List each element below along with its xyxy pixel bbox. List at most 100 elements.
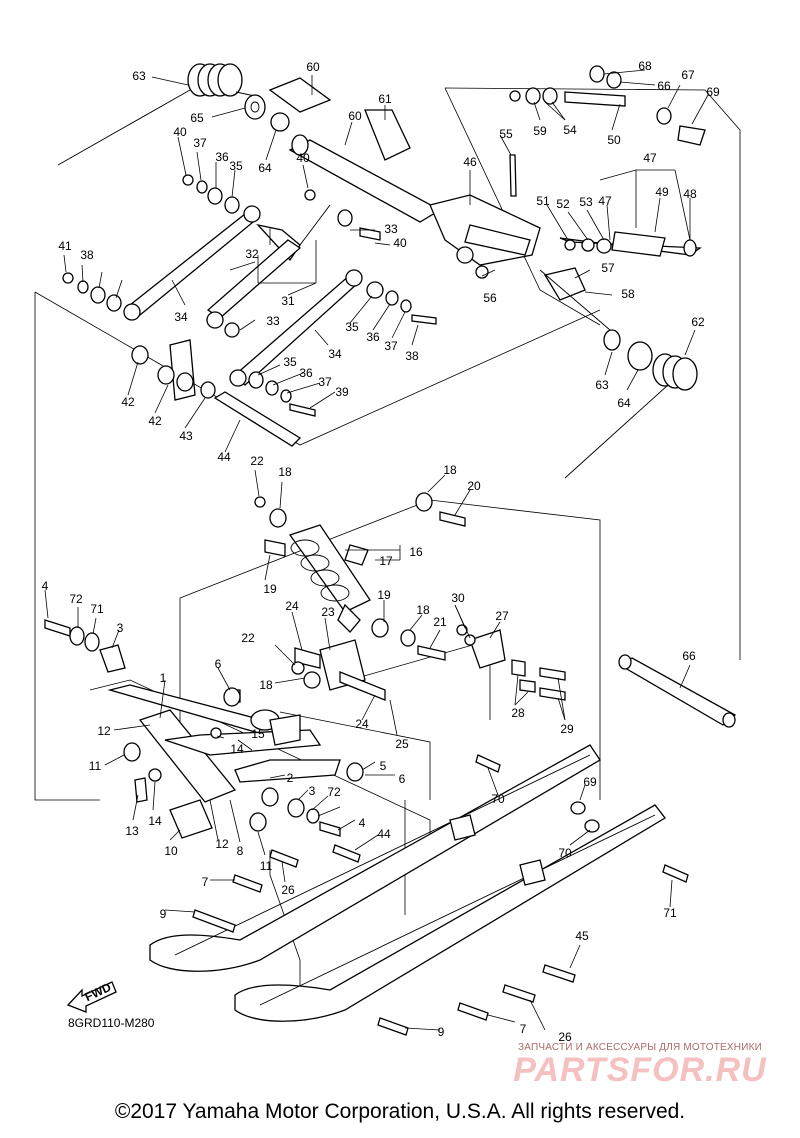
- part-callout-43: 43: [179, 429, 193, 443]
- part-callout-32: 32: [245, 247, 259, 261]
- part-callout-60: 60: [348, 109, 362, 123]
- part-callout-18: 18: [259, 678, 273, 692]
- part-callout-7: 7: [520, 1022, 527, 1036]
- part-callout-47: 47: [643, 151, 657, 165]
- part-callout-66: 66: [657, 79, 671, 93]
- part-callout-71: 71: [90, 602, 104, 616]
- part-callout-40: 40: [393, 236, 407, 250]
- part-callout-50: 50: [607, 133, 621, 147]
- part-callout-66: 66: [682, 649, 696, 663]
- part-callout-40: 40: [173, 125, 187, 139]
- part-callout-20: 20: [467, 479, 481, 493]
- part-callout-3: 3: [117, 621, 124, 635]
- part-callout-14: 14: [148, 814, 162, 828]
- link-rods: [123, 205, 363, 387]
- part-callout-26: 26: [281, 883, 295, 897]
- part-callout-69: 69: [583, 775, 597, 789]
- part-callout-7: 7: [202, 875, 209, 889]
- part-callout-37: 37: [384, 339, 398, 353]
- part-callout-44: 44: [217, 450, 231, 464]
- part-callout-26: 26: [558, 1030, 572, 1044]
- part-callout-48: 48: [683, 187, 697, 201]
- part-callout-9: 9: [160, 907, 167, 921]
- part-callout-6: 6: [215, 657, 222, 671]
- part-callout-37: 37: [193, 136, 207, 150]
- part-callout-70: 70: [491, 792, 505, 806]
- part-callout-27: 27: [495, 609, 509, 623]
- part-callout-28: 28: [511, 706, 525, 720]
- part-callout-2: 2: [287, 771, 294, 785]
- part-callout-36: 36: [366, 330, 380, 344]
- part-callout-15: 15: [251, 727, 265, 741]
- slide-rails: [149, 744, 666, 1022]
- part-callout-18: 18: [416, 603, 430, 617]
- part-callout-9: 9: [438, 1025, 445, 1039]
- part-callout-49: 49: [655, 185, 669, 199]
- part-callout-24: 24: [355, 717, 369, 731]
- part-callout-63: 63: [595, 378, 609, 392]
- part-callout-14: 14: [230, 742, 244, 756]
- part-callout-21: 21: [433, 615, 447, 629]
- part-callout-22: 22: [241, 631, 255, 645]
- part-callout-11: 11: [260, 859, 273, 873]
- part-callout-35: 35: [345, 320, 359, 334]
- part-callout-12: 12: [97, 724, 111, 738]
- part-callout-16: 16: [409, 545, 423, 559]
- part-callout-23: 23: [321, 605, 335, 619]
- part-callout-64: 64: [617, 396, 631, 410]
- part-callouts: 1233445667789910111112121314141516171818…: [42, 59, 720, 1044]
- part-callout-6: 6: [399, 772, 406, 786]
- part-callout-65: 65: [190, 111, 204, 125]
- watermark: ЗАПЧАСТИ И АКСЕССУАРЫ ДЛЯ МОТОТЕХНИКИ PA…: [490, 1042, 790, 1090]
- part-callout-68: 68: [638, 59, 652, 73]
- watermark-logo: PARTSFOR.RU: [513, 1051, 767, 1089]
- part-callout-38: 38: [80, 248, 94, 262]
- part-callout-45: 45: [575, 929, 589, 943]
- part-callout-59: 59: [533, 124, 547, 138]
- part-callout-39: 39: [335, 385, 349, 399]
- part-callout-58: 58: [621, 287, 635, 301]
- part-callout-42: 42: [148, 414, 162, 428]
- right-torsion-spring: [564, 329, 698, 479]
- part-callout-72: 72: [69, 592, 83, 606]
- part-callout-44: 44: [377, 827, 391, 841]
- part-callout-25: 25: [395, 737, 409, 751]
- part-callout-19: 19: [263, 582, 277, 596]
- part-callout-70: 70: [558, 846, 572, 860]
- part-callout-37: 37: [318, 375, 332, 389]
- part-callout-41: 41: [58, 239, 72, 253]
- part-callout-62: 62: [691, 315, 705, 329]
- part-callout-12: 12: [215, 837, 229, 851]
- part-callout-57: 57: [601, 261, 615, 275]
- part-callout-3: 3: [309, 784, 316, 798]
- part-callout-33: 33: [384, 222, 398, 236]
- part-callout-10: 10: [164, 844, 178, 858]
- part-callout-71: 71: [663, 906, 677, 920]
- part-callout-19: 19: [377, 588, 391, 602]
- part-callout-42: 42: [121, 395, 135, 409]
- part-callout-72: 72: [327, 785, 341, 799]
- part-callout-24: 24: [285, 599, 299, 613]
- left-hardware: [62, 209, 381, 447]
- part-callout-8: 8: [237, 844, 244, 858]
- part-callout-35: 35: [283, 355, 297, 369]
- part-callout-51: 51: [536, 194, 550, 208]
- swing-arm: [107, 684, 364, 839]
- part-callout-30: 30: [451, 591, 465, 605]
- upper-shock: [206, 204, 331, 329]
- part-callout-56: 56: [483, 291, 497, 305]
- part-callout-54: 54: [563, 123, 577, 137]
- part-callout-60: 60: [306, 60, 320, 74]
- part-callout-18: 18: [443, 463, 457, 477]
- part-callout-4: 4: [359, 816, 366, 830]
- part-callout-33: 33: [266, 314, 280, 328]
- part-callout-61: 61: [378, 92, 392, 106]
- part-callout-36: 36: [215, 150, 229, 164]
- part-callout-69: 69: [706, 85, 720, 99]
- part-callout-17: 17: [379, 554, 393, 568]
- watermark-caption: ЗАПЧАСТИ И АКСЕССУАРЫ ДЛЯ МОТОТЕХНИКИ: [517, 1042, 763, 1053]
- part-callout-4: 4: [42, 579, 49, 593]
- bottom-bolts: [192, 754, 689, 1036]
- part-callout-29: 29: [560, 722, 574, 736]
- part-callout-67: 67: [681, 68, 695, 82]
